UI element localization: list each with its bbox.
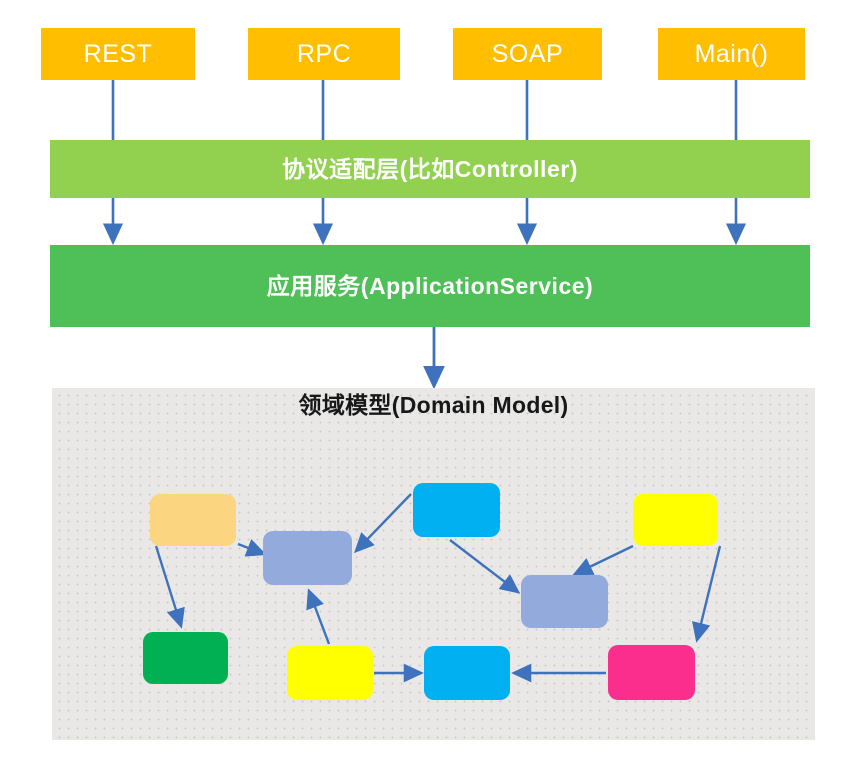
protocol-adapter-layer-label: 协议适配层(比如Controller): [282, 155, 578, 182]
node-cyan-top[interactable]: [413, 483, 500, 537]
node-cyan-bottom[interactable]: [424, 646, 510, 700]
entry-box-main[interactable]: Main(): [658, 28, 805, 80]
node-periwinkle-right[interactable]: [521, 575, 608, 628]
edge-cyan-top-to-periwinkle-left: [354, 493, 412, 554]
node-green[interactable]: [143, 632, 228, 684]
node-periwinkle-left[interactable]: [263, 531, 352, 585]
edge-yellow-bottom-to-periwinkle-left: [306, 588, 331, 645]
entry-box-rest[interactable]: REST: [41, 28, 195, 80]
entry-box-label: Main(): [694, 39, 769, 68]
node-yellow-bottom[interactable]: [287, 646, 373, 700]
edge-orange-to-green: [154, 545, 185, 629]
edge-yellow-right-to-periwinkle-right: [572, 544, 634, 576]
entry-box-label: RPC: [296, 39, 352, 68]
domain-model-title: 领域模型(Domain Model): [298, 392, 569, 418]
node-light-orange[interactable]: [150, 494, 236, 546]
application-service-layer[interactable]: 应用服务(ApplicationService): [50, 245, 810, 327]
domain-model-container: 领域模型(Domain Model): [52, 388, 815, 740]
application-service-layer-label: 应用服务(ApplicationService): [266, 272, 594, 299]
protocol-adapter-layer[interactable]: 协议适配层(比如Controller): [50, 140, 810, 198]
edge-orange-to-periwinkle-left: [237, 539, 267, 557]
edge-cyan-top-to-periwinkle-right: [449, 539, 521, 594]
entry-box-rpc[interactable]: RPC: [248, 28, 400, 80]
node-pink[interactable]: [608, 645, 695, 700]
entry-box-soap[interactable]: SOAP: [453, 28, 602, 80]
node-yellow-right[interactable]: [633, 494, 718, 546]
entry-box-label: SOAP: [491, 39, 564, 68]
edge-yellow-right-to-pink: [692, 545, 722, 643]
entry-box-label: REST: [83, 39, 153, 68]
